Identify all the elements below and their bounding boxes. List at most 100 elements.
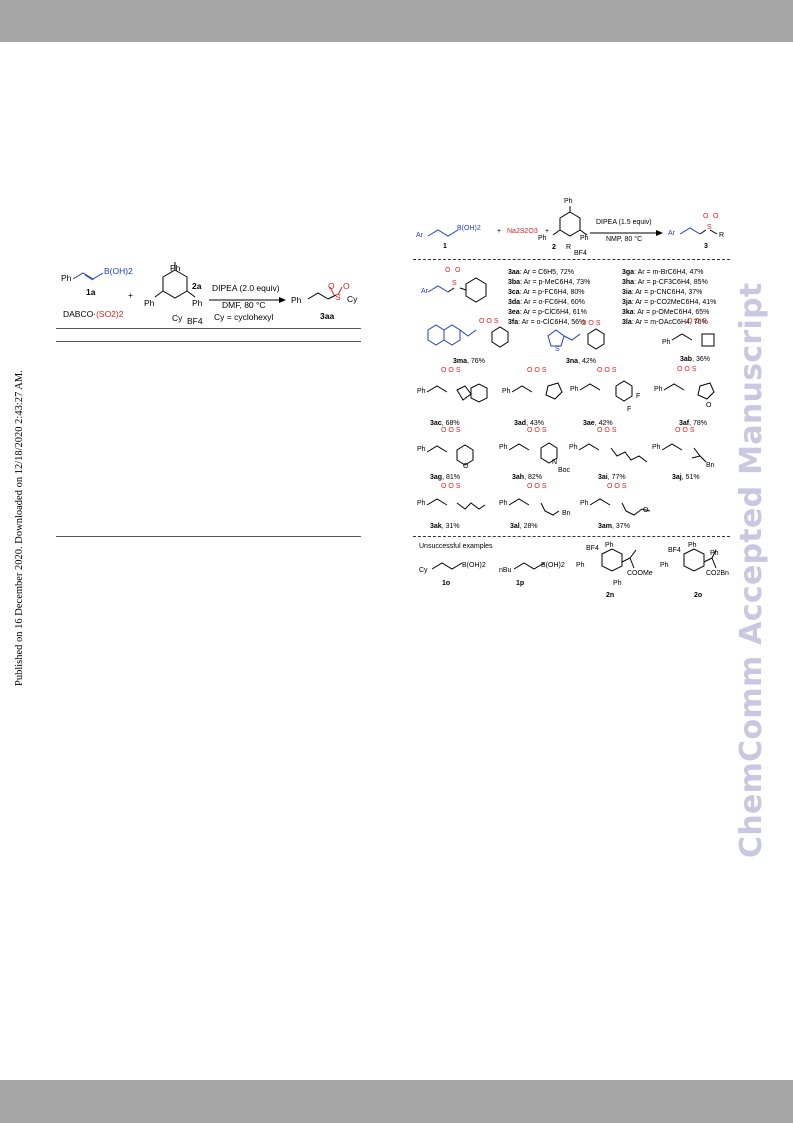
so2-label: O O S bbox=[675, 427, 694, 434]
compound-label-1o: 1o bbox=[442, 580, 451, 587]
so2-label: O O S bbox=[441, 483, 460, 490]
oxygen-label: O bbox=[534, 483, 540, 490]
oxygen-label: O bbox=[607, 483, 613, 490]
oxygen-label: O bbox=[441, 483, 447, 490]
compound-label-2o: 2o bbox=[694, 592, 703, 599]
condition-base: DIPEA (2.0 equiv) bbox=[212, 283, 280, 293]
bf4-label: BF4 bbox=[574, 250, 587, 257]
list-item: 3ia: Ar = p-CNC6H4, 37% bbox=[622, 289, 703, 296]
sulfur-label: S bbox=[691, 366, 697, 373]
sulfur-label: S bbox=[701, 318, 707, 325]
oxygen-label: O bbox=[687, 318, 693, 325]
ph-label: Ph bbox=[291, 295, 302, 305]
ph-label: Ph bbox=[192, 298, 203, 308]
oxygen-label: O bbox=[527, 427, 533, 434]
boc-label: Boc bbox=[558, 467, 571, 474]
so2-label: O O S bbox=[687, 318, 706, 325]
oxygen-label: O bbox=[706, 402, 712, 409]
header-bar bbox=[0, 0, 793, 42]
list-item: 3ha: Ar = p-CF3C6H4, 85% bbox=[622, 279, 708, 286]
sulfur-label: S bbox=[689, 427, 695, 434]
boronic-group: B(OH)2 bbox=[104, 266, 133, 276]
accepted-manuscript-watermark: ChemComm Accepted Manuscript bbox=[734, 282, 769, 858]
sulfur-label: S bbox=[541, 483, 547, 490]
sulfur-label: S bbox=[611, 367, 617, 374]
list-item: 3ja: Ar = p-CO2MeC6H4, 41% bbox=[622, 299, 717, 306]
bn-label: Bn bbox=[706, 462, 715, 469]
condition-note: Cy = cyclohexyl bbox=[214, 312, 274, 322]
structure-3aj bbox=[661, 443, 707, 463]
sulfur-label: S bbox=[493, 318, 499, 325]
list-item: 3aa: Ar = C6H5, 72% bbox=[508, 269, 574, 276]
dabco-label: DABCO·(SO2)2 bbox=[63, 309, 124, 319]
ph-label: Ph bbox=[576, 562, 585, 569]
structure-3ak bbox=[426, 498, 486, 510]
product-caption-3ai: 3ai, 77% bbox=[598, 474, 626, 481]
oxygen-label: O bbox=[463, 463, 469, 470]
methoxy-o-label: O bbox=[643, 507, 649, 514]
sulfur-label: S bbox=[595, 320, 601, 327]
structure-1a bbox=[72, 272, 104, 281]
structure-2o bbox=[683, 548, 717, 572]
ph-label: Ph bbox=[654, 386, 663, 393]
structure-1p bbox=[513, 562, 545, 570]
oxygen-label: O bbox=[588, 320, 594, 327]
product-caption-3al: 3al, 28% bbox=[510, 523, 538, 530]
compound-label-3: 3 bbox=[704, 243, 708, 250]
oxygen-label: O bbox=[684, 366, 690, 373]
sulfur-label: S bbox=[541, 427, 547, 434]
structure-2 bbox=[552, 206, 588, 237]
product-caption-3ab: 3ab, 36% bbox=[680, 356, 710, 363]
boronic-group: B(OH)2 bbox=[457, 225, 481, 232]
compound-label-1p: 1p bbox=[516, 580, 525, 587]
plus-sign: + bbox=[497, 228, 502, 235]
so2-label: O O S bbox=[527, 483, 546, 490]
footer-bar bbox=[0, 1080, 793, 1123]
oxygen-label: O bbox=[597, 427, 603, 434]
oxygen-label: O bbox=[682, 427, 688, 434]
structure-3ah bbox=[508, 442, 558, 464]
ester-label: CO2Bn bbox=[706, 570, 729, 577]
oxygen-label: O bbox=[703, 213, 709, 220]
table-bottom-rule bbox=[56, 536, 361, 537]
product-caption-3na: 3na, 42% bbox=[566, 358, 596, 365]
sulfur-label: S bbox=[611, 427, 617, 434]
structure-3ab bbox=[671, 333, 715, 347]
so2-label: O O S bbox=[607, 483, 626, 490]
oxygen-label: O bbox=[534, 427, 540, 434]
ph-label: Ph bbox=[538, 235, 547, 242]
product-caption-3ae: 3ae, 42% bbox=[583, 420, 613, 427]
bf4-label: BF4 bbox=[668, 547, 681, 554]
product-caption-3ad: 3ad, 43% bbox=[514, 420, 544, 427]
oxygen-label: O bbox=[448, 367, 454, 374]
oxygen-label: O bbox=[614, 483, 620, 490]
ar-scope-list-right: 3ga: Ar = m-BrC6H4, 47% 3ha: Ar = p-CF3C… bbox=[622, 268, 716, 328]
sulfur-label: S bbox=[707, 224, 712, 231]
cy-label: Cy bbox=[347, 294, 358, 304]
product-caption-3ma: 3ma, 76% bbox=[453, 358, 485, 365]
so2-label: O O S bbox=[479, 318, 498, 325]
ar-label: Ar bbox=[416, 232, 423, 239]
plus-sign: + bbox=[128, 290, 133, 300]
bf4-label: BF4 bbox=[586, 545, 599, 552]
oxygen-label: O bbox=[713, 213, 719, 220]
oxygen-label: O bbox=[328, 281, 335, 291]
structure-3xa bbox=[427, 277, 487, 303]
oxygen-label: O bbox=[445, 267, 451, 274]
ar-label: Ar bbox=[421, 288, 428, 295]
product-caption-3ag: 3ag, 81% bbox=[430, 474, 460, 481]
sulfur-label: S bbox=[621, 483, 627, 490]
structure-3ag bbox=[426, 444, 474, 466]
section-divider bbox=[413, 536, 730, 537]
table-top-rule bbox=[56, 328, 361, 329]
so2-label: O O S bbox=[581, 320, 600, 327]
fluorine-label: F bbox=[636, 393, 641, 400]
product-caption-3af: 3af, 78% bbox=[679, 420, 708, 427]
cy-label: Cy bbox=[172, 313, 183, 323]
product-caption-3ah: 3ah, 82% bbox=[512, 474, 542, 481]
oxygen-label: O bbox=[441, 427, 447, 434]
oxygen-label: O bbox=[597, 367, 603, 374]
list-item: 3ea: Ar = p-ClC6H4, 61% bbox=[508, 309, 587, 316]
ph-label: Ph bbox=[580, 500, 589, 507]
compound-label-3aa: 3aa bbox=[320, 311, 335, 321]
